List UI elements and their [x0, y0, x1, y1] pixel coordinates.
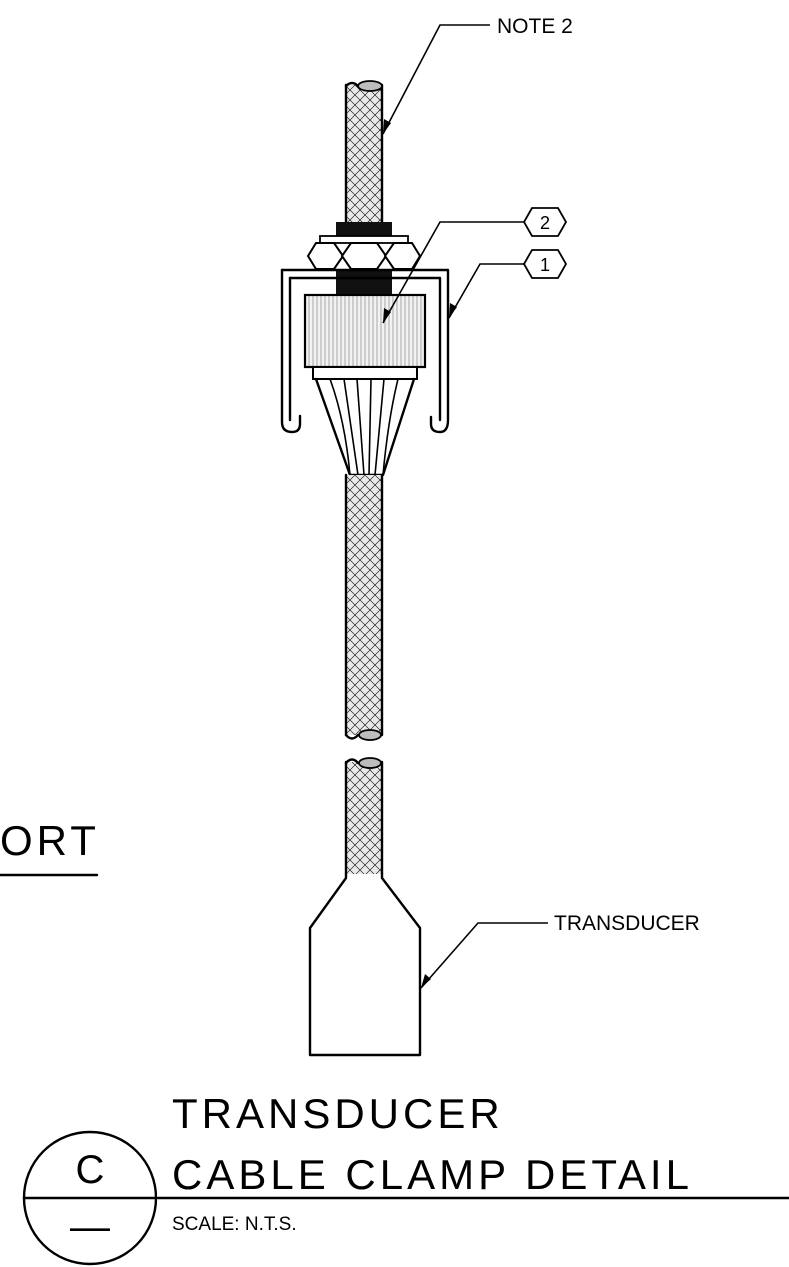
partial-left-title: ORT [0, 817, 100, 864]
section-marker: C — [22, 1130, 158, 1266]
note-2-callout: NOTE 2 [497, 15, 573, 38]
leader-lines [382, 24, 548, 989]
title-line-1: TRANSDUCER [172, 1090, 504, 1137]
upper-cable [344, 80, 384, 225]
part-2-number: 2 [540, 213, 550, 233]
cable-cut-end-top [357, 80, 383, 92]
part-2-bubble: 2 [522, 207, 568, 237]
lock-nut [306, 222, 422, 295]
transducer-body [308, 872, 422, 1057]
cable-cut-end-low [358, 757, 382, 769]
conductor-fan [314, 377, 416, 477]
part-1-bubble: 1 [522, 249, 568, 279]
middle-cable [344, 473, 384, 741]
part-1-number: 1 [540, 255, 550, 275]
section-letter: C [76, 1148, 105, 1192]
title-line-2: CABLE CLAMP DETAIL [172, 1151, 693, 1198]
scale-note: SCALE: N.T.S. [172, 1214, 297, 1235]
transducer-callout: TRANSDUCER [554, 912, 700, 935]
lower-cable [344, 757, 384, 876]
cable-cut-end-mid [358, 729, 382, 741]
section-sheet: — [70, 1205, 110, 1249]
clamp-bracket [280, 268, 450, 434]
connector-body [303, 293, 427, 380]
